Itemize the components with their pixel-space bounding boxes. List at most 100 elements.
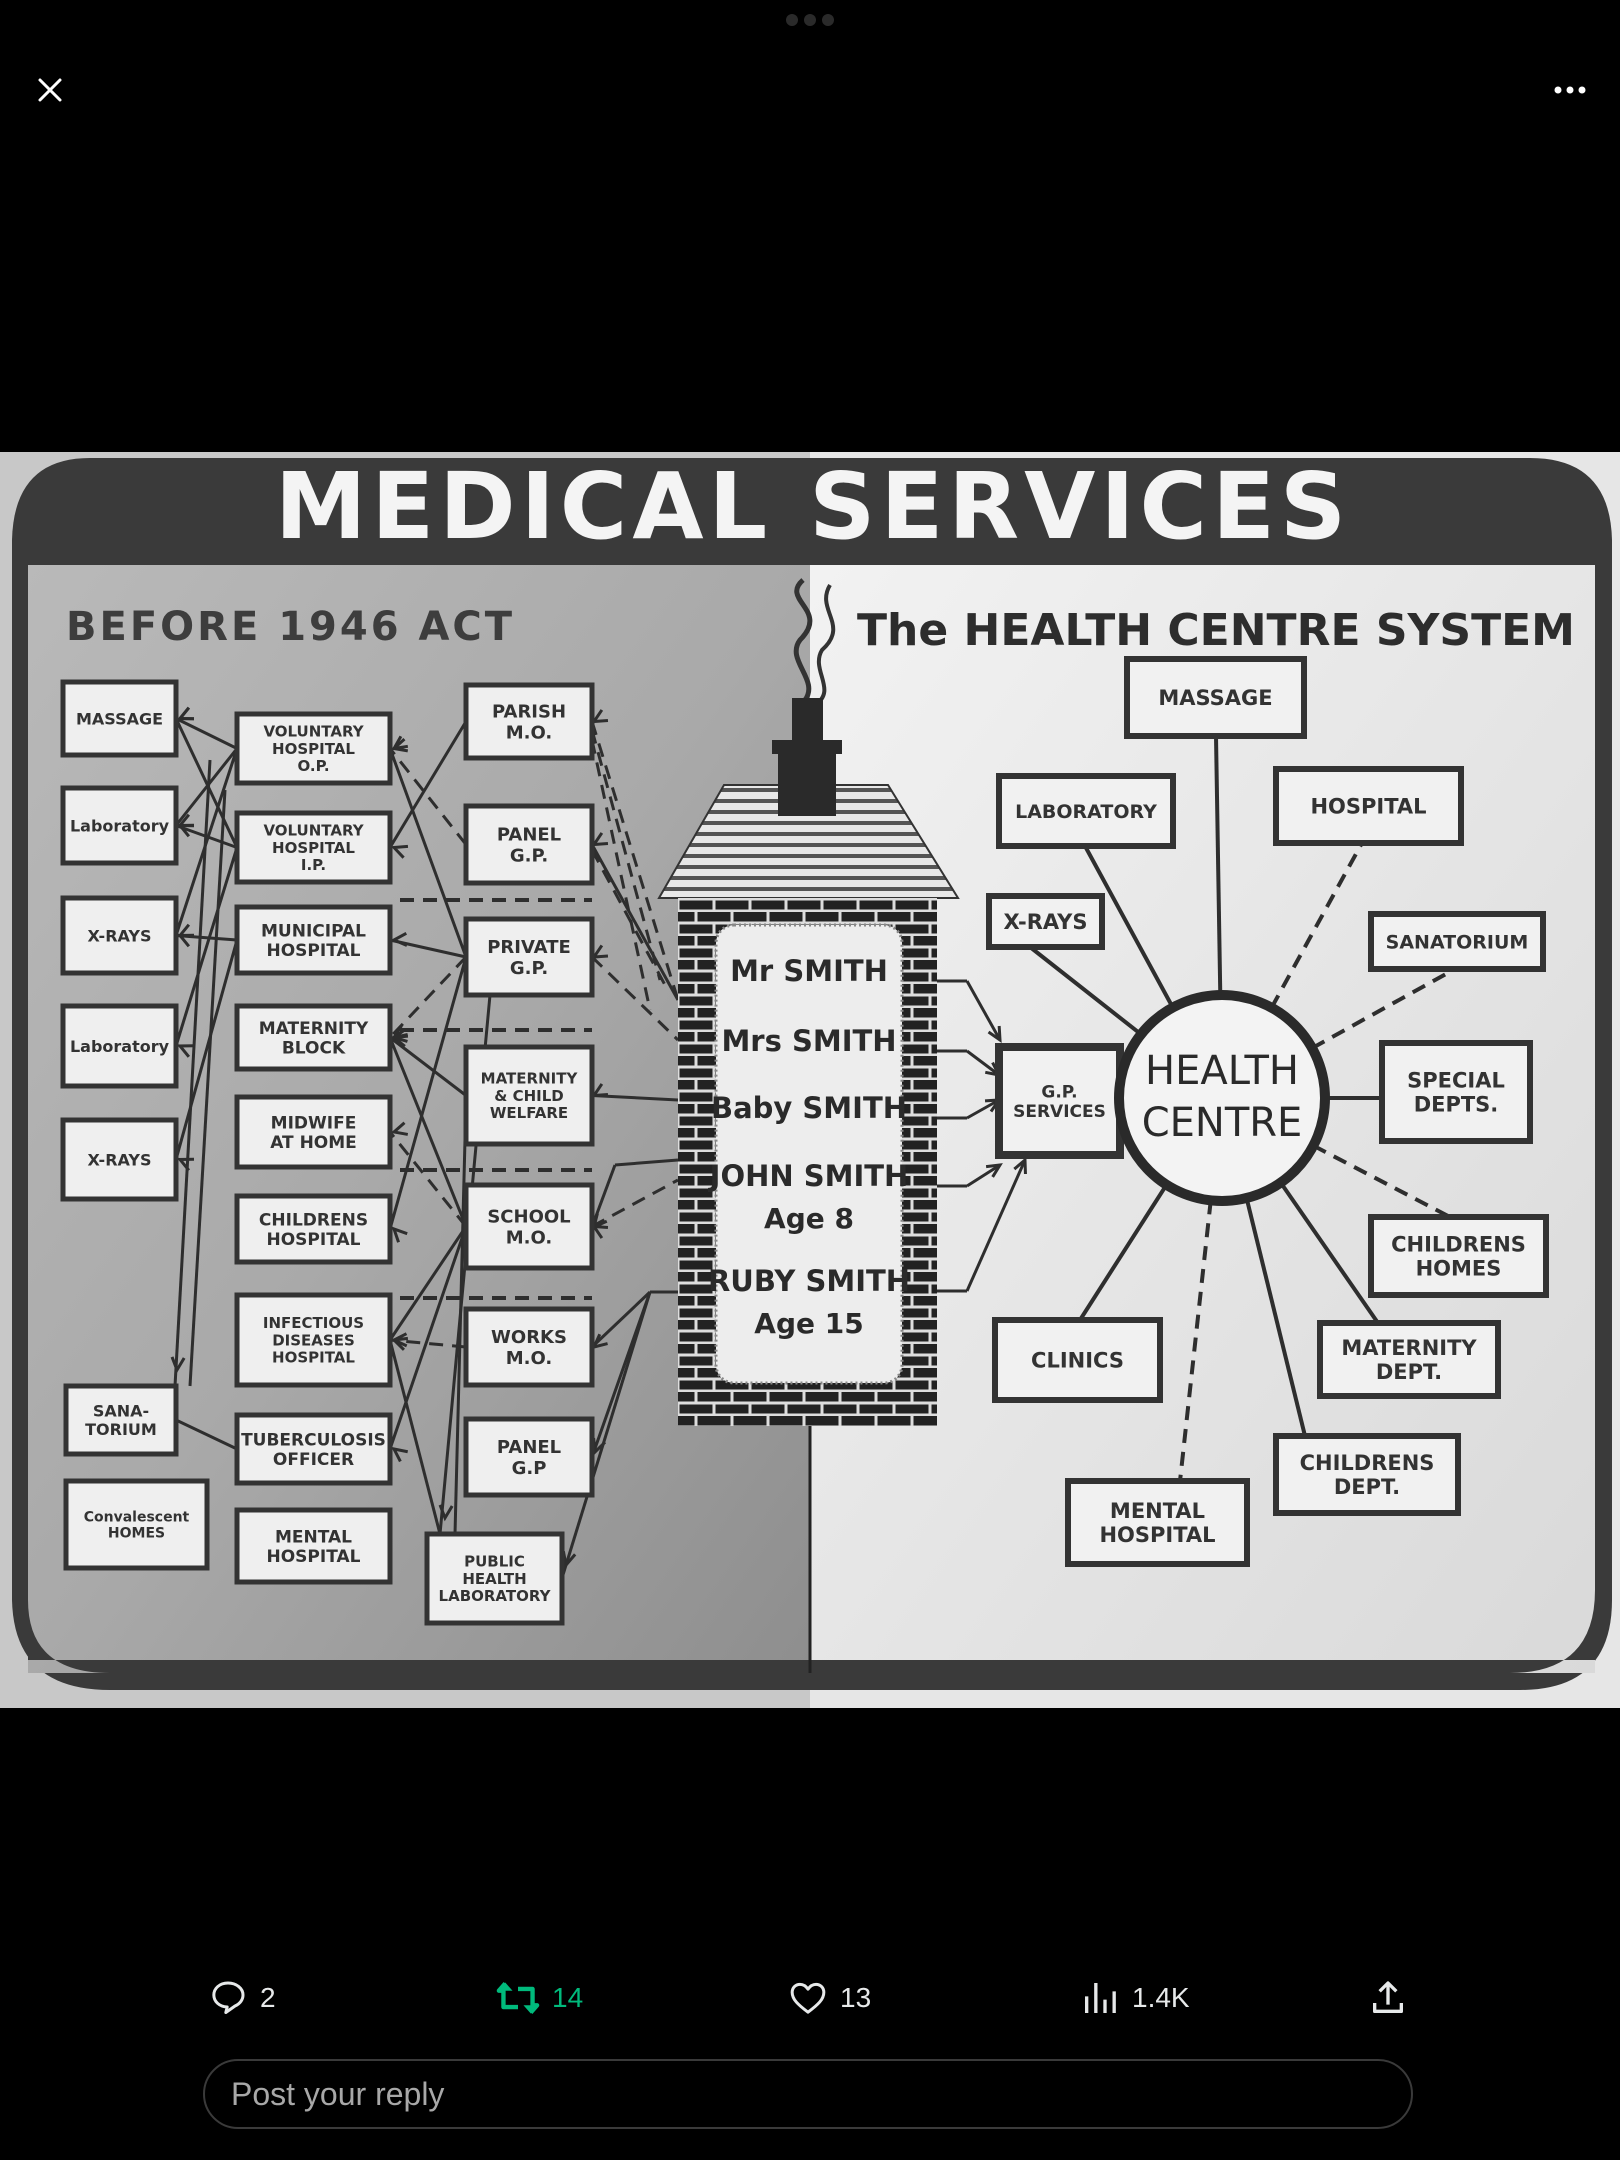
box-label: G.P. xyxy=(510,845,548,866)
left-box-col1: Laboratory xyxy=(60,785,179,866)
box-label: SPECIAL xyxy=(1407,1068,1505,1092)
box-label: MUNICIPAL xyxy=(261,921,366,941)
arrow-head xyxy=(985,1163,1003,1178)
connector xyxy=(388,1339,442,1535)
box-border xyxy=(234,711,393,786)
arrow-head xyxy=(391,1226,408,1243)
sheet-handle xyxy=(783,12,837,28)
box-label: PANEL xyxy=(497,1437,561,1458)
connector xyxy=(965,980,1002,1041)
connector xyxy=(590,1291,652,1458)
box-label: DEPTS. xyxy=(1414,1093,1499,1117)
box-label: INFECTIOUS xyxy=(263,1314,364,1332)
connector xyxy=(590,1290,652,1349)
arrow-head xyxy=(391,735,409,751)
box-border xyxy=(63,1383,179,1457)
reply-input[interactable] xyxy=(229,2074,1411,2114)
box-border xyxy=(463,916,595,998)
box-label: MENTAL xyxy=(275,1527,352,1547)
handle-dot xyxy=(822,14,834,26)
views-chart-icon xyxy=(1085,1983,1116,2013)
box-label: HOSPITAL xyxy=(272,839,355,857)
more-horizontal-icon xyxy=(1554,86,1586,94)
box-border xyxy=(234,1193,393,1265)
box-label: LABORATORY xyxy=(439,1587,552,1605)
box-label: HEALTH xyxy=(462,1570,526,1588)
left-boxes: MASSAGELaboratoryX-RAYSLaboratoryX-RAYSS… xyxy=(60,679,595,1626)
box-label: PARISH xyxy=(492,702,566,723)
dashed-connector xyxy=(388,747,468,846)
box-label: TORIUM xyxy=(85,1420,157,1439)
left-box-col1: X-RAYS xyxy=(60,1117,179,1202)
box-label: HOSPITAL xyxy=(1310,795,1426,819)
action-bar: 2 14 13 1.4K xyxy=(0,1962,1620,2034)
box-label: HOSPITAL xyxy=(272,1349,355,1367)
box-border xyxy=(60,785,179,866)
box-label: SANA- xyxy=(93,1402,149,1421)
arrow-head xyxy=(390,931,408,947)
health-service-box: LABORATORY xyxy=(996,773,1176,849)
box-border xyxy=(1317,1320,1501,1399)
box-label: DISEASES xyxy=(272,1331,355,1349)
hub-label: CENTRE xyxy=(1142,1100,1303,1146)
box-label: & CHILD xyxy=(494,1087,563,1105)
box-label: CHILDRENS xyxy=(1300,1451,1435,1475)
box-label: I.P. xyxy=(301,856,326,874)
connector xyxy=(560,1291,652,1579)
box-label: MASSAGE xyxy=(1158,686,1272,710)
connector xyxy=(388,956,468,1230)
box-label: Laboratory xyxy=(70,816,170,835)
like-button[interactable]: 13 xyxy=(788,1962,871,2034)
dashed-connector xyxy=(388,1131,468,1228)
health-service-box: MASSAGE xyxy=(1124,656,1307,739)
post-image[interactable]: MEDICAL SERVICES BEFORE 1946 ACT The HEA… xyxy=(0,452,1620,1708)
health-service-box: X-RAYS xyxy=(986,893,1105,950)
box-border xyxy=(234,1507,393,1585)
dashed-connector xyxy=(590,849,667,986)
box-label: WELFARE xyxy=(490,1104,568,1122)
left-box-col1: MASSAGE xyxy=(60,679,179,758)
arrow-head xyxy=(390,1332,408,1348)
family-member: Age 15 xyxy=(754,1307,863,1340)
smoke xyxy=(793,578,813,702)
connector xyxy=(614,1158,679,1167)
connector xyxy=(453,1099,468,1535)
box-label: TUBERCULOSIS xyxy=(241,1430,386,1450)
gp-services-box: G.P.SERVICES xyxy=(995,1043,1124,1159)
connector xyxy=(965,1159,1027,1292)
views-button[interactable]: 1.4K xyxy=(1080,1962,1190,2034)
box-border xyxy=(60,1003,179,1089)
connector xyxy=(1078,1183,1169,1322)
close-button[interactable] xyxy=(26,66,74,114)
box-border xyxy=(1379,1040,1533,1144)
dashed-connector xyxy=(1269,842,1364,1009)
more-button[interactable] xyxy=(1546,66,1594,114)
connector xyxy=(966,1049,1000,1077)
box-label: SCHOOL xyxy=(487,1207,570,1228)
box-border xyxy=(60,679,179,758)
reply-button[interactable]: 2 xyxy=(208,1962,276,2034)
connector xyxy=(966,1098,1000,1120)
box-label: MATERNITY xyxy=(481,1070,579,1088)
reply-input-container[interactable] xyxy=(203,2059,1413,2129)
connector xyxy=(174,939,239,1160)
share-button[interactable] xyxy=(1368,1962,1408,2034)
connector xyxy=(1028,945,1143,1036)
box-border xyxy=(63,1478,210,1571)
box-border xyxy=(1273,766,1464,846)
box-border xyxy=(424,1531,565,1626)
box-border xyxy=(992,1317,1163,1403)
box-label: CHILDRENS xyxy=(1391,1232,1526,1256)
arrow-head xyxy=(176,706,195,721)
smoke xyxy=(813,583,836,707)
box-border xyxy=(60,1117,179,1202)
repost-button[interactable]: 14 xyxy=(496,1962,583,2034)
